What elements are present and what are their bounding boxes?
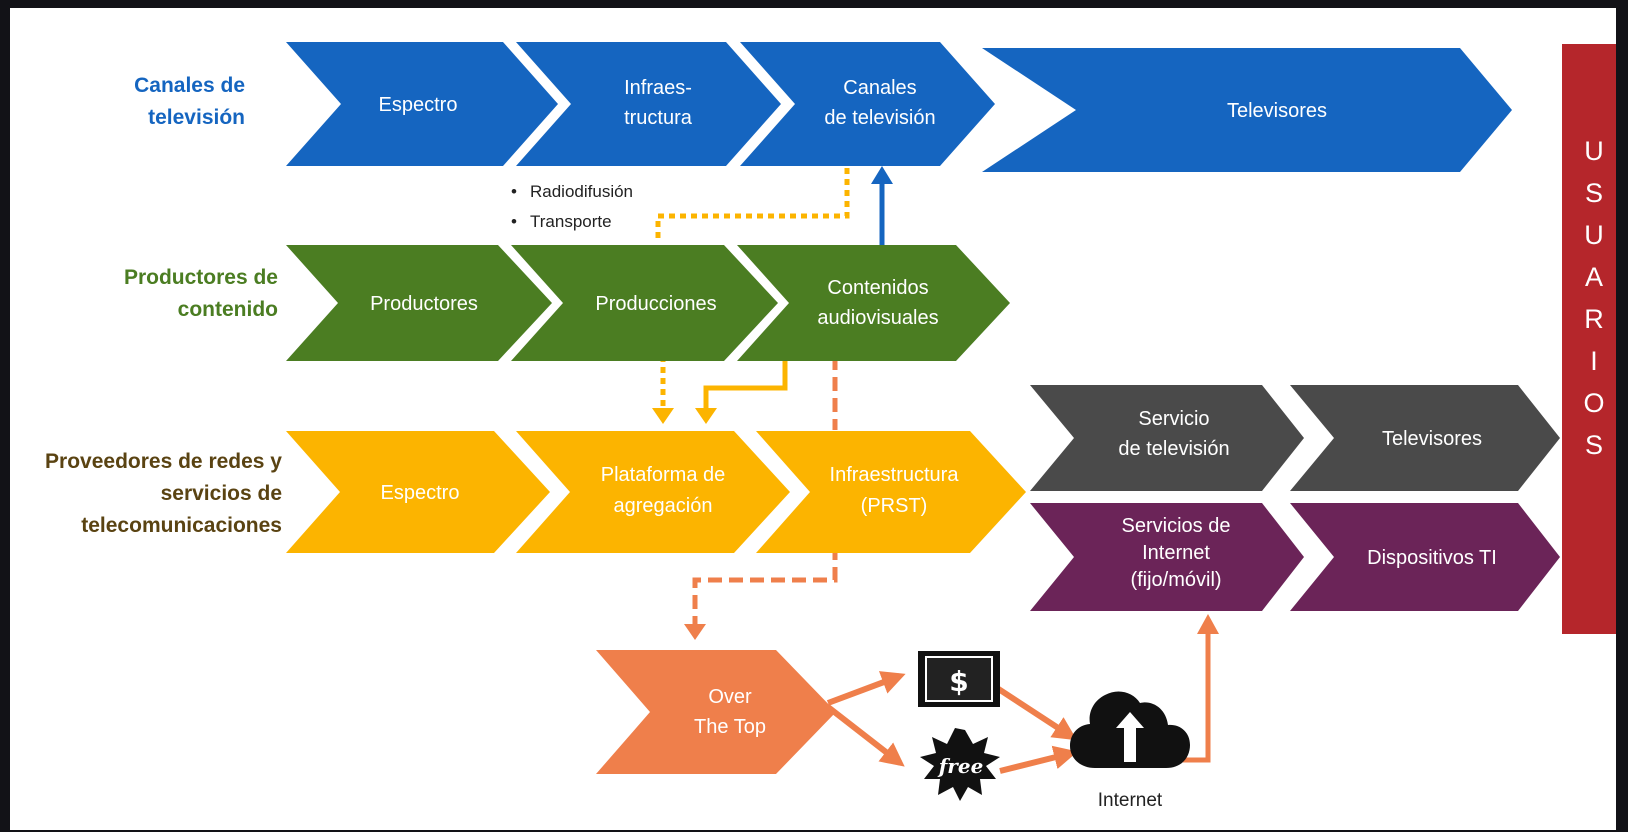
arrowhead-plataforma-dotted (652, 408, 674, 424)
solid-connector-contenidos-plataforma (703, 356, 788, 412)
internet-label: Internet (1098, 790, 1163, 811)
chevron-service-televisores: Televisores (1290, 385, 1560, 491)
note-bullet-2: • (511, 212, 517, 231)
chevron-service-dispositivos-label: Dispositivos TI (1367, 547, 1497, 569)
chevron-service-tv-line2: de televisión (1118, 438, 1229, 460)
row-label-telecom-line1: Proveedores de redes y (45, 450, 282, 473)
usuarios-letter-1: U (1584, 136, 1604, 166)
chevron-tv-canales-line2: de televisión (824, 107, 935, 129)
arrowhead-plataforma-solid (695, 408, 717, 424)
tv-chain: Espectro Infraes- tructura Canales de te… (286, 42, 1512, 172)
usuarios-letter-3: U (1584, 220, 1604, 250)
row-label-telecom-line3: telecomunicaciones (81, 514, 282, 537)
chevron-telecom-plataforma-line2: agregación (614, 495, 713, 517)
arrow-paid-internet (995, 685, 1078, 741)
chevron-content-productores-label: Productores (370, 293, 478, 315)
chevron-service-internet-line1: Servicios de (1122, 515, 1231, 537)
chevron-tv-infraestructura: Infraes- tructura (516, 42, 781, 166)
row-label-tv-line1: Canales de (134, 74, 245, 97)
chevron-content-contenidos: Contenidos audiovisuales (737, 245, 1010, 361)
free-label: free (937, 754, 984, 778)
dashed-connector-prst-ott (692, 546, 838, 626)
arrow-ott-free (826, 704, 905, 767)
note-transporte: Transporte (530, 212, 612, 231)
arrowhead-canales (871, 166, 893, 184)
cloud-upload-icon (1070, 691, 1190, 768)
services: Servicio de televisión Televisores Servi… (1030, 385, 1560, 611)
arrow-ott-paid (826, 671, 906, 706)
chevron-telecom-plataforma: Plataforma de agregación (516, 431, 790, 553)
usuarios-letter-8: S (1585, 430, 1603, 460)
arrow-free-internet (999, 745, 1078, 774)
chevron-content-producciones-label: Producciones (595, 293, 716, 315)
chevron-ott-line2: The Top (694, 716, 766, 738)
note-bullet-1: • (511, 182, 517, 201)
chevron-telecom-espectro-label: Espectro (381, 482, 460, 504)
usuarios-letter-6: I (1590, 346, 1598, 376)
chevron-tv-espectro: Espectro (286, 42, 558, 166)
dollar-symbol: $ (949, 665, 968, 698)
usuarios-letter-5: R (1584, 304, 1604, 334)
chevron-tv-infra-line2: tructura (624, 107, 693, 129)
value-chain-diagram: Canales de televisión Productores de con… (45, 42, 1616, 811)
chevron-telecom-infra-line1: Infraestructura (830, 464, 960, 486)
chevron-tv-televisores: Televisores (982, 48, 1512, 172)
chevron-tv-televisores-label: Televisores (1227, 100, 1327, 122)
chevron-telecom-plataforma-line1: Plataforma de (601, 464, 726, 486)
chevron-service-televisores-label: Televisores (1382, 428, 1482, 450)
chevron-ott-line1: Over (708, 686, 752, 708)
row-label-tv-line2: televisión (148, 106, 245, 129)
infra-notes: • Radiodifusión • Transporte (511, 182, 633, 231)
chevron-service-internet: Servicios de Internet (fijo/móvil) (1030, 503, 1304, 611)
row-label-telecom-line2: servicios de (161, 482, 282, 505)
chevron-telecom-espectro: Espectro (286, 431, 550, 553)
chevron-service-dispositivos: Dispositivos TI (1290, 503, 1560, 611)
row-label-content-line1: Productores de (124, 266, 278, 289)
chevron-ott: Over The Top (596, 650, 836, 774)
chevron-service-internet-line3: (fijo/móvil) (1130, 569, 1221, 591)
usuarios-letter-4: A (1585, 262, 1603, 292)
dollar-icon: $ (918, 651, 1000, 707)
chevron-content-contenidos-line2: audiovisuales (817, 307, 938, 329)
usuarios-bar: U S U A R I O S (1562, 44, 1616, 634)
chevron-tv-canales: Canales de televisión (740, 42, 995, 166)
arrowhead-internet-services (1197, 614, 1219, 634)
usuarios-letter-2: S (1585, 178, 1603, 208)
chevron-content-productores: Productores (286, 245, 552, 361)
chevron-service-tv-line1: Servicio (1138, 408, 1209, 430)
row-label-telecom: Proveedores de redes y servicios de tele… (45, 450, 282, 537)
dotted-connector-infra-canales (655, 168, 850, 238)
chevron-service-internet-line2: Internet (1142, 542, 1210, 564)
connectors (652, 166, 1219, 774)
diagram-canvas: Canales de televisión Productores de con… (10, 8, 1616, 830)
chevron-service-tv: Servicio de televisión (1030, 385, 1304, 491)
row-label-content-line2: contenido (178, 298, 278, 321)
chevron-tv-canales-line1: Canales (843, 77, 916, 99)
note-radiodifusion: Radiodifusión (530, 182, 633, 201)
chevron-telecom-infra-prst: Infraestructura (PRST) (756, 431, 1026, 553)
telecom-chain: Espectro Plataforma de agregación Infrae… (286, 431, 1026, 553)
chevron-content-contenidos-line1: Contenidos (827, 277, 928, 299)
free-burst-icon: free (920, 728, 1000, 801)
chevron-content-producciones: Producciones (511, 245, 778, 361)
chevron-tv-espectro-label: Espectro (379, 94, 458, 116)
arrowhead-ott (684, 624, 706, 640)
row-label-tv: Canales de televisión (134, 74, 245, 129)
chevron-telecom-infra-line2: (PRST) (861, 495, 928, 517)
content-chain: Productores Producciones Contenidos audi… (286, 245, 1010, 361)
row-label-content: Productores de contenido (124, 266, 278, 321)
usuarios-letter-7: O (1583, 388, 1604, 418)
chevron-tv-infra-line1: Infraes- (624, 77, 692, 99)
